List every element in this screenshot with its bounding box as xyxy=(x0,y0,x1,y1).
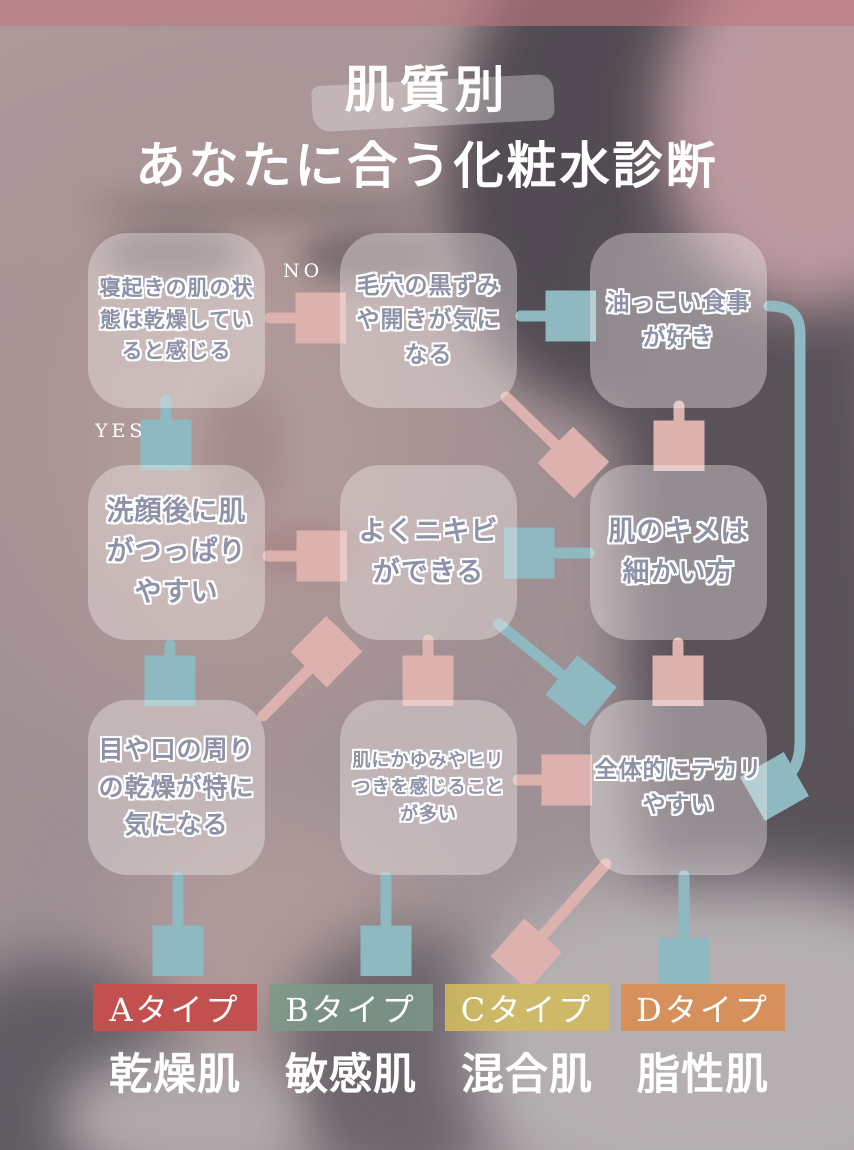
type-a-name: 乾燥肌 xyxy=(109,1050,241,1100)
type-c-label: Cタイプ xyxy=(460,990,594,1029)
type-b-chip: Bタイプ xyxy=(269,984,433,1031)
no-label: NO xyxy=(283,260,324,282)
photo-region-left-eye xyxy=(105,228,240,280)
flow-box-text: 全体的にテカリ やすい xyxy=(594,757,763,818)
flow-box-text: 洗顔後に肌 がつっぱり やすい xyxy=(106,495,247,608)
flow-box-text: 肌のキメは 細かい方 xyxy=(608,516,749,588)
yes-label: YES xyxy=(95,420,147,442)
photo-region-brows xyxy=(90,192,440,222)
flow-box-acne: よくニキビ ができる xyxy=(340,465,517,640)
flow-box-text: 寝起きの肌の状 態は乾燥してい ると感じる xyxy=(99,276,254,364)
type-b-label: Bタイプ xyxy=(285,990,417,1029)
flow-box-fine-texture: 肌のキメは 細かい方 xyxy=(590,465,767,640)
type-b-name: 敏感肌 xyxy=(285,1050,417,1100)
type-d-name: 脂性肌 xyxy=(637,1050,769,1100)
flow-box-text: 肌にかゆみやヒリ つきを感じること が多い xyxy=(352,750,505,825)
type-d-chip: Dタイプ xyxy=(621,984,785,1031)
flow-box-morning-dry: 寝起きの肌の状 態は乾燥してい ると感じる xyxy=(88,233,265,408)
title-tag: 肌質別 xyxy=(344,61,510,119)
photo-region-top-strip xyxy=(0,0,854,26)
type-c-name: 混合肌 xyxy=(461,1050,593,1100)
type-c-chip: Cタイプ xyxy=(445,984,609,1031)
type-d-label: Dタイプ xyxy=(636,990,770,1029)
flow-box-oily-food: 油っこい食事 が好き xyxy=(590,233,767,408)
photo-region-right-eye xyxy=(300,228,440,284)
flow-box-dry-eye-mouth: 目や口の周り の乾燥が特に 気になる xyxy=(88,700,265,875)
flow-box-text: よくニキビ ができる xyxy=(358,516,499,588)
photo-region-nose xyxy=(205,380,285,520)
flow-box-shiny: 全体的にテカリ やすい xyxy=(590,700,767,875)
page-title: あなたに合う化粧水診断 xyxy=(135,137,719,195)
flow-box-text: 目や口の周り の乾燥が特に 気になる xyxy=(98,735,255,840)
flow-box-itchy: 肌にかゆみやヒリ つきを感じること が多い xyxy=(340,700,517,875)
flow-box-text: 毛穴の黒ずみ や開きが気に なる xyxy=(356,272,501,368)
type-a-label: Aタイプ xyxy=(109,990,241,1029)
type-a-chip: Aタイプ xyxy=(93,984,257,1031)
flow-box-pores: 毛穴の黒ずみ や開きが気に なる xyxy=(340,233,517,408)
flow-box-text: 油っこい食事 が好き xyxy=(606,290,751,351)
flow-box-tight: 洗顔後に肌 がつっぱり やすい xyxy=(88,465,265,640)
